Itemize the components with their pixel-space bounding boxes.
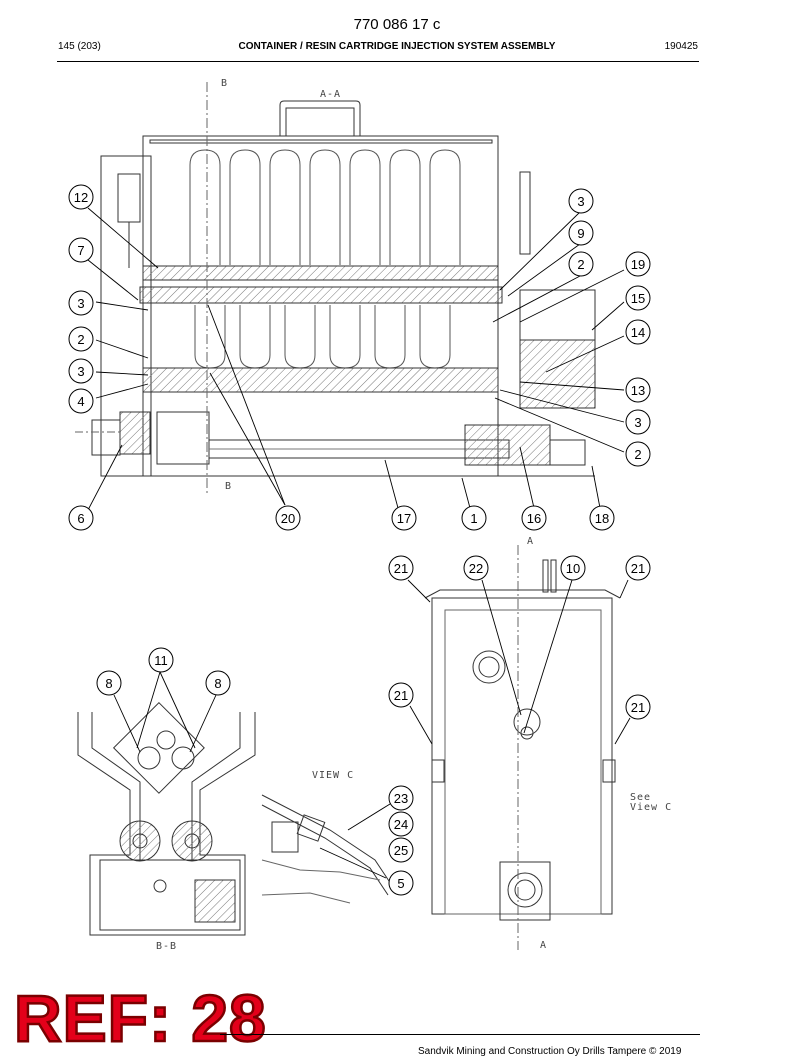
callout-24: 24: [388, 811, 414, 837]
footer-copyright: Sandvik Mining and Construction Oy Drill…: [418, 1046, 682, 1057]
ref-stamp: REF: 28: [13, 981, 267, 1055]
section-marker-b-bottom: B: [225, 481, 232, 492]
svg-text:25: 25: [394, 843, 408, 858]
callout-3: 3: [568, 188, 594, 214]
svg-text:10: 10: [566, 561, 580, 576]
svg-text:19: 19: [631, 257, 645, 272]
svg-text:11: 11: [154, 653, 168, 668]
svg-text:2: 2: [577, 257, 584, 272]
callout-7: 7: [68, 237, 94, 263]
side-view: [424, 545, 621, 950]
see-view-c-note-1: See: [630, 792, 651, 803]
svg-text:21: 21: [394, 688, 408, 703]
section-bb-view: [77, 701, 256, 936]
callout-15: 15: [625, 285, 651, 311]
section-bb-title: B-B: [156, 941, 177, 952]
svg-text:7: 7: [77, 243, 84, 258]
svg-text:21: 21: [394, 561, 408, 576]
svg-text:9: 9: [577, 226, 584, 241]
footer-rule: [220, 1034, 700, 1035]
callout-18: 18: [589, 505, 615, 531]
svg-text:21: 21: [631, 700, 645, 715]
callout-3: 3: [68, 290, 94, 316]
svg-text:12: 12: [74, 190, 88, 205]
svg-text:21: 21: [631, 561, 645, 576]
callout-13: 13: [625, 377, 651, 403]
callout-25: 25: [388, 837, 414, 863]
callout-1: 1: [461, 505, 487, 531]
callout-4: 4: [68, 388, 94, 414]
svg-text:18: 18: [595, 511, 609, 526]
callout-17: 17: [391, 505, 417, 531]
callout-21: 21: [388, 682, 414, 708]
leader-lines: [87, 207, 631, 879]
svg-text:8: 8: [214, 676, 221, 691]
view-c-title: VIEW C: [312, 770, 354, 781]
callout-8: 8: [96, 670, 122, 696]
header-rule: [57, 61, 699, 62]
callout-3: 3: [68, 358, 94, 384]
callout-20: 20: [275, 505, 301, 531]
svg-text:1: 1: [470, 511, 477, 526]
callout-2: 2: [68, 326, 94, 352]
svg-text:2: 2: [634, 447, 641, 462]
callout-12: 12: [68, 184, 94, 210]
svg-text:3: 3: [77, 296, 84, 311]
callout-2: 2: [568, 251, 594, 277]
callout-21: 21: [625, 555, 651, 581]
callout-19: 19: [625, 251, 651, 277]
callout-22: 22: [463, 555, 489, 581]
callout-21: 21: [388, 555, 414, 581]
callout-10: 10: [560, 555, 586, 581]
section-marker-b-top: B: [221, 78, 228, 89]
document-title: CONTAINER / RESIN CARTRIDGE INJECTION SY…: [238, 41, 556, 52]
callout-14: 14: [625, 319, 651, 345]
svg-text:3: 3: [77, 364, 84, 379]
callout-8: 8: [205, 670, 231, 696]
svg-text:15: 15: [631, 291, 645, 306]
callout-9: 9: [568, 220, 594, 246]
callout-16: 16: [521, 505, 547, 531]
svg-text:24: 24: [394, 817, 408, 832]
callout-3: 3: [625, 409, 651, 435]
callout-2: 2: [625, 441, 651, 467]
svg-text:2: 2: [77, 332, 84, 347]
svg-text:8: 8: [105, 676, 112, 691]
document-number: 770 086 17 c: [353, 16, 441, 33]
section-aa-title: A-A: [320, 89, 341, 100]
svg-text:20: 20: [281, 511, 295, 526]
svg-text:14: 14: [631, 325, 645, 340]
page-reference: 145 (203): [58, 41, 101, 52]
callout-6: 6: [68, 505, 94, 531]
callouts: 12 7 3 2 3 4 3 9 2 19 15 14 13 3 2 6 20 …: [68, 184, 651, 896]
callout-5: 5: [388, 870, 414, 896]
section-aa-view: [75, 82, 596, 495]
section-marker-a-top: A: [527, 536, 534, 547]
callout-11: 11: [148, 647, 174, 673]
svg-text:16: 16: [527, 511, 541, 526]
svg-text:22: 22: [469, 561, 483, 576]
svg-text:3: 3: [577, 194, 584, 209]
svg-text:5: 5: [397, 876, 404, 891]
svg-text:13: 13: [631, 383, 645, 398]
callout-21: 21: [625, 694, 651, 720]
svg-text:6: 6: [77, 511, 84, 526]
date-code: 190425: [664, 41, 698, 52]
svg-text:17: 17: [397, 511, 411, 526]
section-marker-a-bottom: A: [540, 940, 547, 951]
svg-text:4: 4: [77, 394, 84, 409]
svg-text:3: 3: [634, 415, 641, 430]
see-view-c-note-2: View C: [630, 802, 672, 813]
callout-23: 23: [388, 785, 414, 811]
svg-text:23: 23: [394, 791, 408, 806]
view-c-detail: [261, 794, 396, 904]
